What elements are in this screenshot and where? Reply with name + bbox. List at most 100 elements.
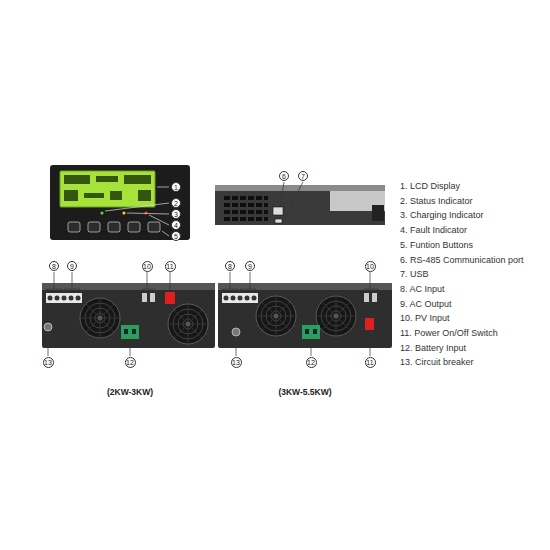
rear-view-large-part: [252, 296, 257, 301]
callout-number: 12: [306, 357, 317, 368]
part-list-item: 5. Funtion Buttons: [400, 240, 473, 251]
callout-text: 9: [248, 263, 252, 270]
lcd-panel-part: [128, 222, 140, 232]
leader-line-part: [240, 272, 256, 292]
part-list-item: 10. PV Input: [400, 313, 450, 324]
callout-text: 1: [174, 184, 178, 191]
leader-line-part: [311, 340, 312, 356]
lcd-panel-part: [96, 176, 118, 182]
rear-view-small-part: [69, 296, 74, 301]
rear-view-small-part: [62, 296, 67, 301]
rear-view-large-part: [313, 329, 317, 334]
callout-number: 4: [171, 220, 181, 230]
lcd-panel-part: [144, 211, 147, 214]
leader-line-part: [223, 272, 238, 292]
side-view-part: [215, 185, 385, 225]
part-list-item: 13. Circuit breaker: [400, 357, 474, 368]
lcd-panel-part: [124, 175, 151, 184]
leader-line-part: [48, 332, 49, 356]
callout-text: 5: [174, 233, 178, 240]
rear-view-small-part: [42, 283, 215, 348]
callout-number: 12: [125, 357, 136, 368]
rear-view-large-part: [305, 329, 309, 334]
callout-number: 8: [49, 261, 59, 271]
leader-line-part: [64, 272, 80, 292]
lcd-panel-part: [100, 211, 103, 214]
lcd-panel-part: [60, 171, 155, 207]
rear-view-large-part: [238, 296, 243, 301]
part-list-item: 1. LCD Display: [400, 181, 460, 192]
side-view-part: [273, 207, 283, 215]
rear-view-large: [218, 283, 392, 348]
part-list-item: 4. Fault Indicator: [400, 225, 467, 236]
part-list-item: 6. RS-485 Communication port: [400, 255, 524, 266]
callout-number: 13: [231, 357, 242, 368]
callout-text: 6: [282, 173, 286, 180]
callout-text: 12: [307, 359, 315, 366]
leader-line-part: [284, 182, 303, 219]
lcd-panel-part: [122, 211, 125, 214]
part-list-item: 12. Battery Input: [400, 343, 466, 354]
callout-text: 2: [174, 200, 178, 207]
rear-view-small: [42, 283, 215, 348]
callout-number: 9: [67, 261, 77, 271]
callout-number: 11: [165, 261, 176, 272]
rear-view-large-part: [231, 296, 236, 301]
callout-text: 8: [228, 263, 232, 270]
leader-line-part: [149, 215, 169, 225]
leader-line-part: [142, 272, 155, 292]
part-list-item: 11. Power On/Off Switch: [400, 328, 498, 339]
part-list-item: 9. AC Output: [400, 299, 452, 310]
callout-number: 8: [225, 261, 235, 271]
lcd-panel-part: [88, 222, 100, 232]
callout-text: 7: [301, 173, 305, 180]
leader-line-part: [105, 203, 169, 211]
rear-view-large-part: [364, 293, 369, 302]
rear-view-large-part: [372, 293, 377, 302]
side-view-part: [224, 196, 268, 221]
side-view-part: [372, 205, 384, 221]
rear-view-small-part: [76, 296, 81, 301]
rear-view-large-part: [224, 296, 229, 301]
rear-view-small-part: [44, 323, 52, 331]
callout-number: 9: [245, 261, 255, 271]
lcd-panel-part: [64, 175, 90, 184]
callout-text: 8: [52, 263, 56, 270]
rear-view-small-part: [124, 329, 128, 334]
lcd-panel-part: [68, 222, 80, 232]
rear-view-small-part: [48, 296, 53, 301]
callout-text: 13: [232, 359, 240, 366]
rear-view-small-part: [46, 293, 82, 303]
lcd-panel-part: [138, 190, 151, 201]
rear-view-small-part: [150, 293, 155, 302]
rear-view-large-part: [222, 293, 258, 303]
part-list-item: 2. Status Indicator: [400, 196, 473, 207]
callout-number: 1: [171, 182, 181, 192]
leader-line: [47, 272, 378, 356]
callout-number: 11: [365, 357, 376, 368]
rear-view-large-part: [218, 283, 392, 348]
rear-view-large-part: [365, 318, 374, 330]
callout-text: 4: [174, 222, 178, 229]
lcd-panel-part: [64, 190, 78, 201]
rear-view-small-part: [142, 293, 147, 302]
callout-number: 5: [171, 231, 181, 241]
rear-view-small-part: [165, 292, 175, 304]
rear-view-large-part: [245, 296, 250, 301]
rear-view-small-part: [55, 296, 60, 301]
callout-number: 10: [365, 261, 376, 272]
leader-line-part: [236, 337, 237, 356]
side-view: [215, 185, 385, 225]
part-list-item: 3. Charging Indicator: [400, 210, 484, 221]
callout-number: 6: [279, 171, 289, 181]
model-caption: (3KW-5.5KW): [278, 387, 331, 397]
callout-number: 10: [142, 261, 153, 272]
callout-text: 11: [166, 263, 173, 270]
rear-view-large-part: [232, 328, 240, 336]
rear-view-small-part: [168, 304, 208, 344]
model-caption: (2KW-3KW): [107, 387, 153, 397]
rear-view-large-part: [316, 296, 356, 336]
leader-line: [105, 187, 169, 236]
